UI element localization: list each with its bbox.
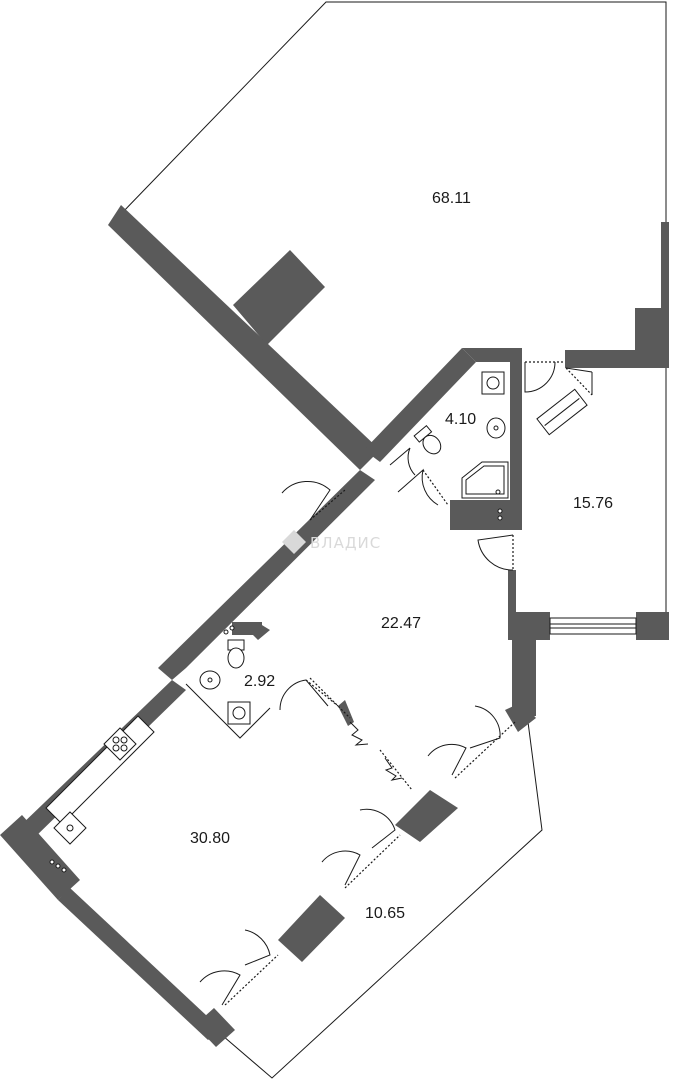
- doors: [199, 361, 565, 1006]
- shower-icon: [461, 461, 509, 499]
- outer-outline: [119, 1, 667, 1079]
- bedroom-window: [549, 617, 637, 635]
- wall-above-bedroom: [565, 350, 661, 368]
- wall-divider-2: [395, 790, 458, 842]
- room-area-10-65: 10.65: [365, 905, 405, 922]
- wall-kitchen-corner: [0, 815, 80, 900]
- stove-icon: [103, 727, 137, 761]
- wall-bath2-right: [250, 622, 270, 640]
- wall-bath-bottom: [450, 500, 512, 530]
- bathroom-2-fixtures: [185, 625, 271, 739]
- room-area-15-76: 15.76: [573, 495, 613, 512]
- wall-divider-1: [278, 895, 345, 962]
- bathroom-1-fixtures: [413, 371, 509, 521]
- wall-column-block: [233, 250, 325, 345]
- wall-lower-left: [58, 888, 222, 1040]
- wall-pillar-diag: [505, 702, 536, 732]
- sink-icon: [486, 417, 506, 439]
- wall-lower-corner: [195, 1008, 235, 1047]
- sink-icon-2: [199, 670, 221, 690]
- room-area-4-10: 4.10: [445, 411, 476, 428]
- room-area-30-80: 30.80: [190, 830, 230, 847]
- washing-machine-icon-2: [227, 701, 251, 725]
- wall-pillar-right: [512, 620, 536, 716]
- svg-text:ВЛАДИС: ВЛАДИС: [310, 534, 381, 552]
- toilet-icon-2: [227, 647, 245, 669]
- kitchen-sink-icon: [53, 811, 87, 845]
- wall-bath-diagonal: [364, 348, 476, 462]
- kitchen-counter: [45, 715, 155, 873]
- wardrobe: [536, 388, 588, 436]
- room-area-22-47: 22.47: [381, 615, 421, 632]
- wall-right-exterior: [661, 222, 669, 368]
- wall-bedroom-window-right: [636, 612, 669, 640]
- wall-hall-diagonal: [158, 470, 375, 680]
- room-area-68-11: 68.11: [432, 190, 471, 207]
- wall-upper-diagonal: [108, 205, 380, 470]
- watermark: ВЛАДИС: [282, 530, 381, 554]
- wall-above-bath: [462, 348, 522, 362]
- washing-machine-icon: [481, 371, 505, 395]
- watermark-logo-icon: [282, 530, 306, 554]
- room-labels: 68.11 4.10 15.76 22.47 2.92 30.80 10.65: [190, 190, 613, 922]
- wall-partition-1: [338, 700, 354, 726]
- room-area-2-92: 2.92: [244, 673, 275, 690]
- walls: [0, 205, 669, 1047]
- wall-bath-bedroom: [510, 362, 522, 530]
